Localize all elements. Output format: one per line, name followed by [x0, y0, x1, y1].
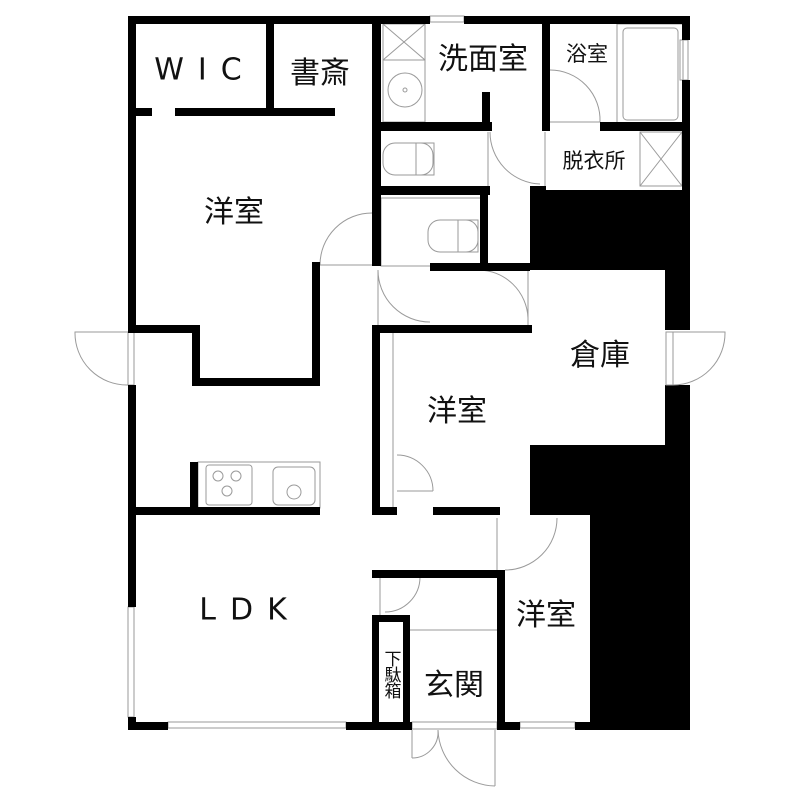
room-label-storage: 倉庫 — [570, 338, 630, 373]
room-label-washroom: 洗面室 — [438, 42, 528, 77]
room-label-entrance: 玄関 — [424, 668, 484, 703]
room-label-western-room-1: 洋室 — [204, 195, 264, 230]
washbasin-icon — [387, 72, 423, 108]
stove-icon — [205, 464, 253, 506]
bathtub-icon — [622, 27, 679, 121]
exterior-void — [530, 190, 690, 730]
room-label-wic: WIC — [154, 52, 256, 88]
walls — [128, 16, 690, 730]
room-label-bathroom: 浴室 — [566, 42, 608, 66]
door-swings — [74, 15, 726, 787]
toilet-icon — [427, 219, 479, 253]
sink-icon — [272, 466, 316, 506]
room-label-dressing: 脱衣所 — [562, 149, 626, 173]
room-label-shoe-box: 下駄箱 — [380, 650, 401, 698]
room-label-western-room-2: 洋室 — [427, 394, 487, 429]
room-label-ldk: LDK — [199, 592, 301, 628]
room-label-western-room-3: 洋室 — [516, 598, 576, 633]
toilet-icon — [382, 142, 434, 176]
room-label-study: 書斎 — [290, 56, 350, 91]
